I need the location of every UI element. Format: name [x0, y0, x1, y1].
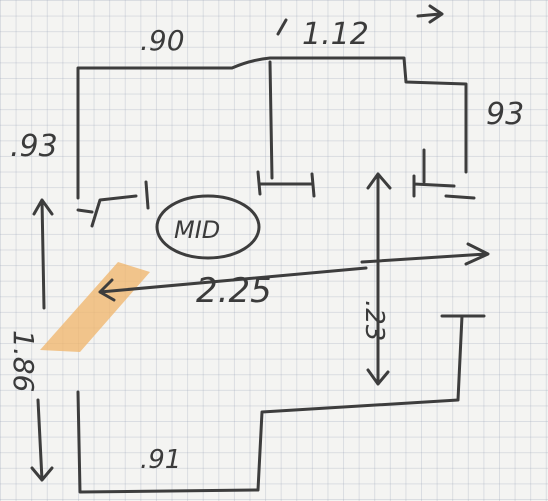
dimension-left: .93 [10, 129, 58, 164]
opening-mid [256, 170, 316, 198]
dimension-height: 1.86 [7, 330, 40, 392]
outline-lower [76, 314, 464, 494]
dimension-top-right: 1.12 [302, 17, 369, 52]
tape-mark [40, 262, 150, 352]
height-arrow-lower [30, 398, 54, 482]
top-right-arrow [276, 4, 444, 36]
dimension-bottom: .91 [140, 445, 181, 475]
width-arrow-right [360, 242, 490, 266]
mid-circle [155, 194, 261, 260]
opening-right [412, 174, 476, 200]
opening-left [76, 180, 150, 228]
height-arrow [32, 198, 54, 310]
dimension-depth: .23 [359, 300, 389, 341]
outline-top [76, 56, 468, 200]
dimension-width: 2.25 [196, 271, 272, 311]
depth-arrow [366, 172, 392, 386]
dimension-right: 93 [486, 97, 524, 132]
dimension-top-left: .90 [140, 24, 185, 57]
divider-mid [268, 60, 274, 180]
center-label: MID [174, 216, 220, 244]
width-arrow [98, 266, 368, 302]
